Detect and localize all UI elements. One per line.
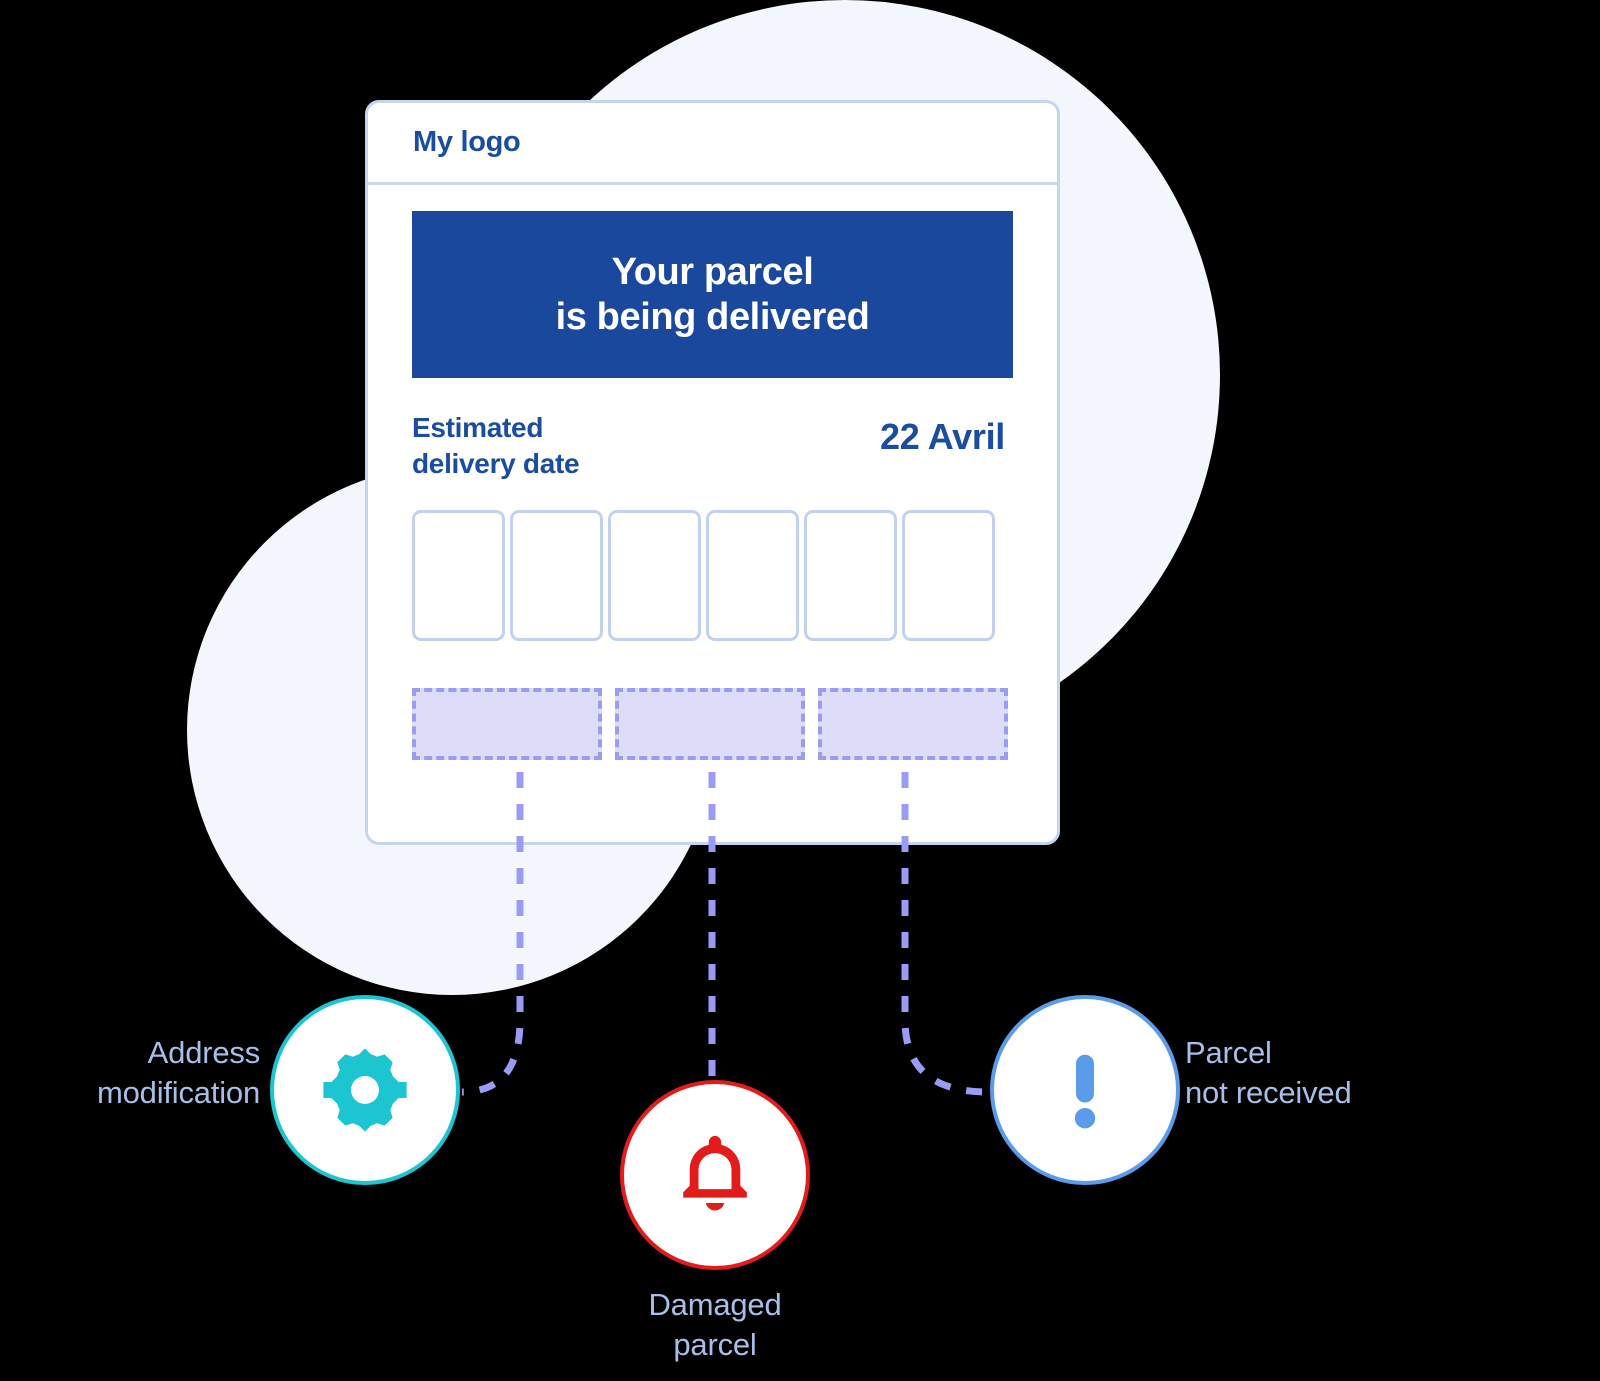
content-placeholder-box bbox=[608, 509, 701, 641]
logo-text: My logo bbox=[413, 126, 521, 158]
action-slot-address-modification[interactable] bbox=[412, 687, 602, 760]
estimated-delivery-date-value: 22 Avril bbox=[879, 416, 1005, 457]
content-placeholder-row bbox=[412, 509, 1013, 641]
label-parcel-not-received-line-2: not received bbox=[1185, 1075, 1352, 1111]
card-header: My logo bbox=[368, 103, 1057, 185]
estimated-delivery-label-line-1: Estimated bbox=[412, 412, 544, 443]
action-slot-damaged-parcel[interactable] bbox=[615, 687, 805, 760]
action-slot-parcel-not-received[interactable] bbox=[818, 687, 1008, 760]
label-damaged-parcel-line-1: Damaged bbox=[648, 1287, 782, 1322]
content-placeholder-box bbox=[412, 509, 505, 641]
estimated-delivery-label-line-2: delivery date bbox=[412, 447, 580, 479]
node-address-modification[interactable] bbox=[270, 995, 460, 1185]
status-banner-line-1: Your parcel bbox=[611, 250, 814, 293]
label-address-modification-line-2: modification bbox=[96, 1075, 260, 1111]
estimated-delivery-row: Estimated delivery date 22 Avril bbox=[412, 410, 1013, 482]
gear-icon bbox=[323, 1048, 407, 1132]
content-placeholder-box bbox=[902, 509, 995, 641]
bell-icon bbox=[683, 1135, 747, 1211]
node-damaged-parcel[interactable] bbox=[620, 1080, 810, 1270]
label-parcel-not-received: Parcel not received bbox=[1185, 1033, 1485, 1114]
card-body: Your parcel is being delivered Estimated… bbox=[368, 185, 1057, 760]
content-placeholder-box bbox=[804, 509, 897, 641]
exclamation-icon bbox=[1074, 1054, 1096, 1129]
status-banner: Your parcel is being delivered bbox=[412, 211, 1013, 378]
label-address-modification-line-1: Address bbox=[147, 1035, 261, 1070]
estimated-delivery-label: Estimated delivery date bbox=[412, 410, 580, 482]
tracking-page-card: My logo Your parcel is being delivered E… bbox=[365, 100, 1060, 845]
status-banner-line-2: is being delivered bbox=[555, 295, 870, 338]
action-button-row bbox=[412, 687, 1013, 760]
label-address-modification: Address modification bbox=[40, 1033, 260, 1114]
content-placeholder-box bbox=[510, 509, 603, 641]
node-parcel-not-received[interactable] bbox=[990, 995, 1180, 1185]
label-parcel-not-received-line-1: Parcel bbox=[1185, 1035, 1272, 1070]
content-placeholder-box bbox=[706, 509, 799, 641]
label-damaged-parcel: Damaged parcel bbox=[575, 1285, 855, 1366]
label-damaged-parcel-line-2: parcel bbox=[673, 1327, 757, 1363]
